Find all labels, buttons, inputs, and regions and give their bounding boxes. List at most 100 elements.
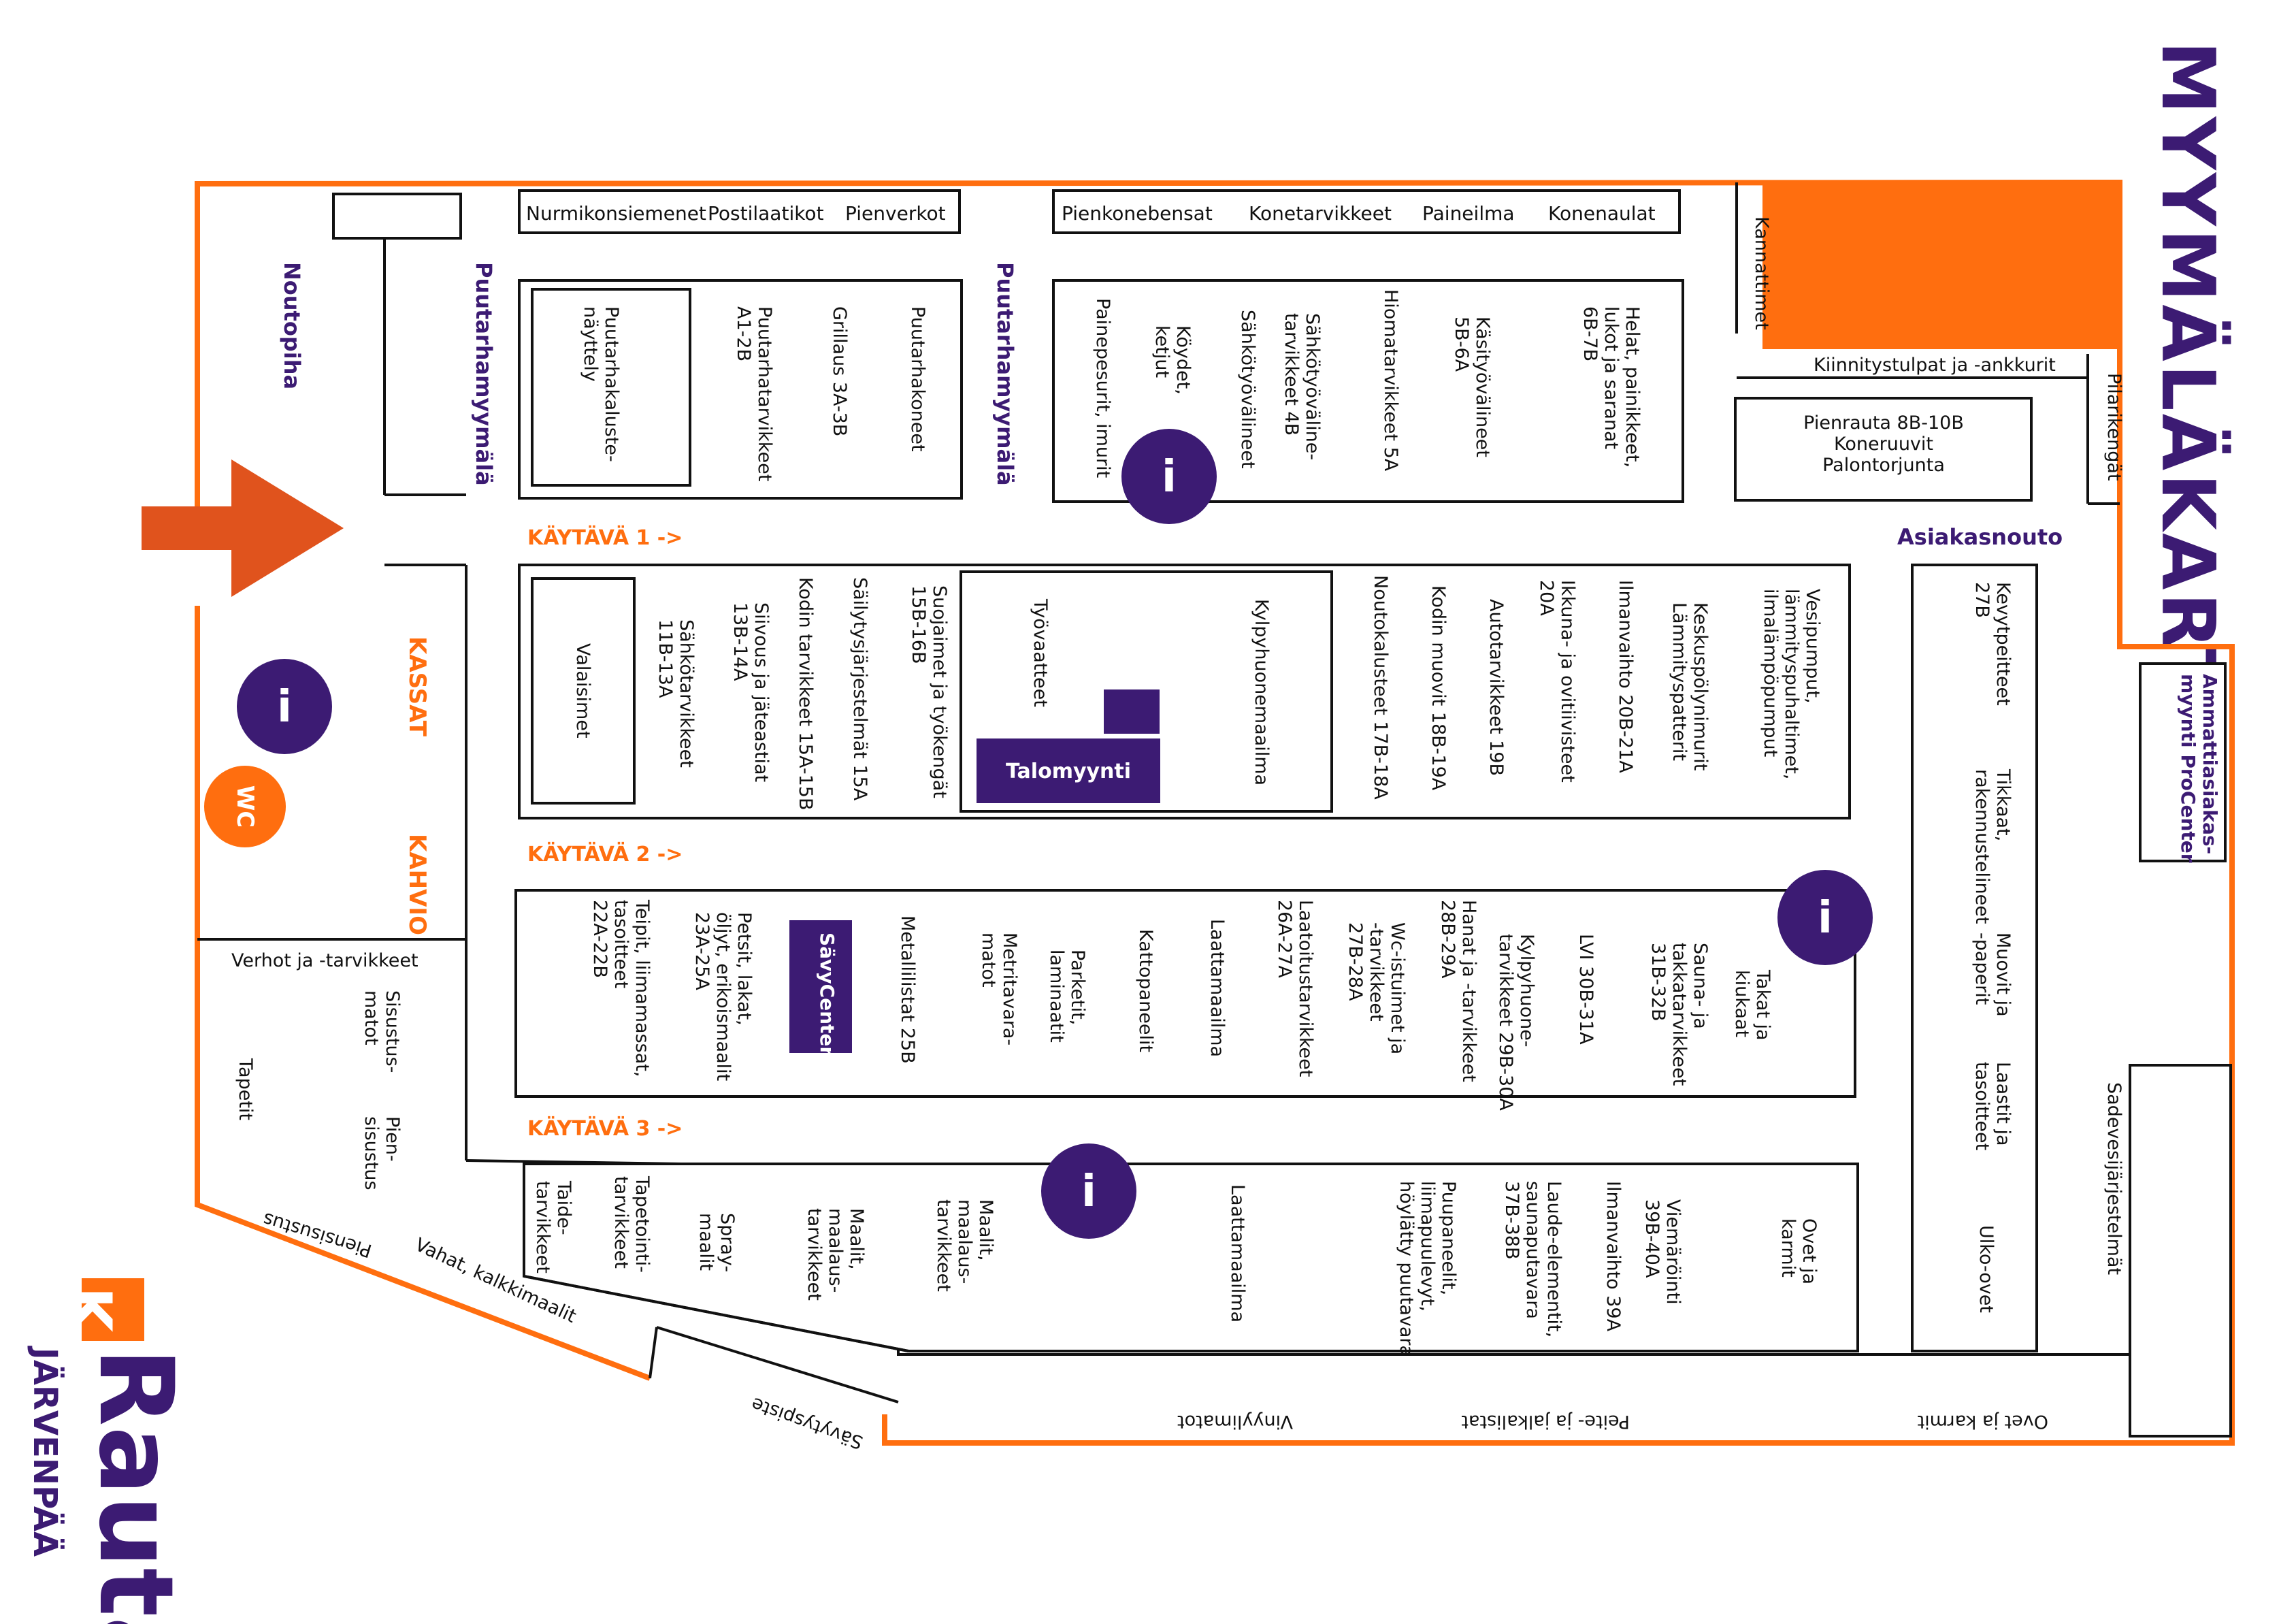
label-takat: Takat jakiukaat — [1731, 969, 1773, 1041]
label-savytyspiste: Sävytyspiste — [749, 1393, 866, 1453]
zone-puutarha-left: Puutarhamyymälä — [471, 262, 497, 486]
label-sadevesijarjestelmat: Sadevesijärjestelmät — [2103, 1082, 2125, 1275]
label-ammattiasiakas: Ammattiasiakas-myynti ProCenter — [2177, 674, 2221, 863]
label-ulko-ovet: Ulko-ovet — [1975, 1225, 1997, 1313]
info-icon[interactable]: i — [1041, 1143, 1136, 1239]
label-postilaatikot: Postilaatikot — [708, 202, 824, 225]
talomyynti-box — [977, 738, 1160, 803]
wc-label: WC — [231, 785, 259, 828]
info-icon[interactable]: i — [237, 659, 332, 754]
svg-text:i: i — [1081, 1167, 1096, 1217]
label-kiinnitystulpat: Kiinnitystulpat ja -ankkurit — [1814, 355, 2056, 376]
label-painepesurit: Painepesurit, imurit — [1092, 298, 1113, 478]
svg-text:i: i — [1162, 452, 1177, 502]
label-laattamaailma-a3: Laattamaailma — [1227, 1184, 1248, 1322]
label-kattopaneelit: Kattopaneelit — [1135, 929, 1156, 1052]
orange-storage-block — [1762, 182, 2118, 349]
sadevesi-box — [2129, 1064, 2232, 1438]
label-grillaus: Grillaus 3A-3B — [829, 306, 850, 436]
label-ovet-karmit-wall: Ovet ja karmit — [1918, 1411, 2048, 1432]
aisle-1-label: KÄYTÄVÄ 1 -> — [527, 525, 683, 550]
label-puutarhakoneet: Puutarhakoneet — [907, 306, 928, 452]
logo-k-letter: K — [56, 1287, 124, 1335]
label-kylpyhuonemaailma: Kylpyhuonemaailma — [1251, 599, 1272, 785]
entrance-arrow — [142, 459, 344, 597]
label-tikkaat: Tikkaat,rakennustelineet — [1971, 768, 2014, 924]
label-wc-istuimet: Wc-istuimet ja-tarvikkeet27B-28A — [1345, 922, 1408, 1054]
label-peite-jalkalistat: Peite- ja jalkalistat — [1461, 1411, 1630, 1432]
aisle1-block — [518, 564, 1851, 819]
label-noutokalusteet: Noutokalusteet 17B-18A — [1370, 575, 1391, 800]
label-spraymaalit: Spray-maalit — [695, 1213, 738, 1272]
label-valaisimet: Valaisimet — [572, 643, 593, 738]
garden-furniture-box — [531, 288, 691, 487]
aisle2-block — [514, 889, 1856, 1098]
label-konenaulat: Konenaulat — [1548, 202, 1656, 225]
label-kodin-tarvikkeet: Kodin tarvikkeet 15A-15B — [795, 577, 816, 810]
label-kannattimet: Kannattimet — [1751, 216, 1772, 330]
label-helat: Helat, painikkeet,lukot ja saranat6B-7B — [1579, 306, 1643, 468]
label-ilmanvaihto-20b: Ilmanvaihto 20B-21A — [1615, 580, 1636, 773]
label-konetarvikkeet: Konetarvikkeet — [1249, 202, 1392, 225]
label-verhot: Verhot ja -tarvikkeet — [231, 950, 419, 971]
label-autotarvikkeet: Autotarvikkeet 19B — [1486, 599, 1507, 776]
label-pilarikengat: Pilarikengät — [2103, 373, 2125, 481]
zone-kahvio: KAHVIO — [404, 834, 431, 935]
label-pienkonebensat: Pienkonebensat — [1062, 202, 1213, 225]
top-left-bar — [518, 189, 961, 234]
label-hiomatarvikkeet: Hiomatarvikkeet 5A — [1380, 289, 1401, 472]
label-ovet-karmit-a3: Ovet jakarmit — [1777, 1218, 1820, 1284]
label-tyovaatteet: Työvaatteet — [1030, 598, 1051, 707]
label-kylpyhuonetarvikkeet: Kylpyhuone-tarvikkeet 29B-30A — [1495, 934, 1537, 1111]
label-vinyylimatot: Vinyylimatot — [1177, 1411, 1293, 1432]
k-rauta-logo: K Rauta JÄRVENPÄÄ — [26, 1278, 195, 1624]
wc-icon[interactable]: WC — [204, 766, 286, 847]
label-puupaneelit: Puupaneelit,liimapuulevyt,höylätty puuta… — [1396, 1181, 1459, 1357]
procenter-box — [2139, 662, 2227, 862]
label-taidetarvikkeet: Taide-tarvikkeet — [532, 1180, 574, 1273]
label-muovit-paperit: Muovit ja-paperit — [1971, 932, 2014, 1017]
zone-puutarha-right: Puutarhamyymälä — [992, 262, 1018, 486]
pienrauta-box — [1734, 397, 2033, 502]
label-kevytpeitteet: Kevytpeitteet27B — [1971, 582, 2014, 706]
label-keskuspolynimurit: KeskuspölynimuritLämmityspatterit — [1669, 602, 1711, 770]
label-parketit: Parketit,laminaatit — [1046, 949, 1088, 1043]
label-koydet: Köydet,ketjut — [1151, 325, 1194, 395]
label-laude-elementit: Laude-elementit,saunaputavara37B-38B — [1501, 1181, 1564, 1337]
pro-column-block — [1911, 564, 2038, 1352]
label-sisustusmatot: Sisustus-matot — [361, 990, 403, 1073]
label-laatoitustarvikkeet: Laatoitustarvikkeet26A-27A — [1274, 900, 1316, 1077]
label-sahkotyovalinetarvikkeet: Sähkötyöväline-tarvikkeet 4B — [1281, 313, 1323, 460]
label-sahkotarvikkeet: Sähkötarvikkeet11B-13A — [655, 619, 697, 768]
savycenter-box — [789, 920, 852, 1053]
label-lvi: LVI 30B-31A — [1575, 934, 1596, 1045]
top-right-bar — [1052, 189, 1681, 234]
aisle-3-label: KÄYTÄVÄ 3 -> — [527, 1116, 683, 1141]
label-savycenter: SävyCenter — [816, 932, 838, 1056]
label-metallilistat: Metallilistat 25B — [897, 915, 918, 1064]
store-outline — [195, 179, 2235, 1446]
zone-asiakasnouto: Asiakasnouto — [1897, 524, 2063, 550]
info-icon[interactable]: i — [1777, 870, 1873, 965]
label-petsit: Petsit, lakat,öljyt, erikoismaalit23A-25… — [691, 912, 755, 1081]
svg-text:i: i — [1818, 893, 1833, 943]
zone-noutopiha: Noutopiha — [279, 262, 305, 389]
info-icon[interactable]: i — [1121, 429, 1217, 524]
label-tapetointitarvikkeet: Tapetointi-tarvikkeet — [610, 1175, 653, 1273]
label-pienverkot: Pienverkot — [845, 202, 946, 225]
label-paineilma: Paineilma — [1422, 202, 1515, 225]
label-kasityovalineet: Käsityövälineet5B-6A — [1451, 316, 1493, 457]
label-puutarhakalustenayttely: Puutarhakaluste-näyttely — [580, 306, 622, 462]
label-nurmikonsiemenet: Nurmikonsiemenet — [526, 202, 706, 225]
aisle-2-label: KÄYTÄVÄ 2 -> — [527, 842, 683, 866]
label-hanat: Hanat ja -tarvikkeet28B-29A — [1437, 900, 1479, 1082]
label-sauna-tarvikkeet: Sauna- jatakkatarvikkeet31B-32B — [1647, 943, 1711, 1086]
bathroom-world-box — [960, 570, 1333, 813]
label-talomyynti: Talomyynti — [1006, 760, 1131, 783]
lighting-box — [531, 577, 636, 805]
svg-text:i: i — [277, 682, 292, 732]
label-viemarointi: Viemäröinti39B-40A — [1641, 1199, 1684, 1305]
